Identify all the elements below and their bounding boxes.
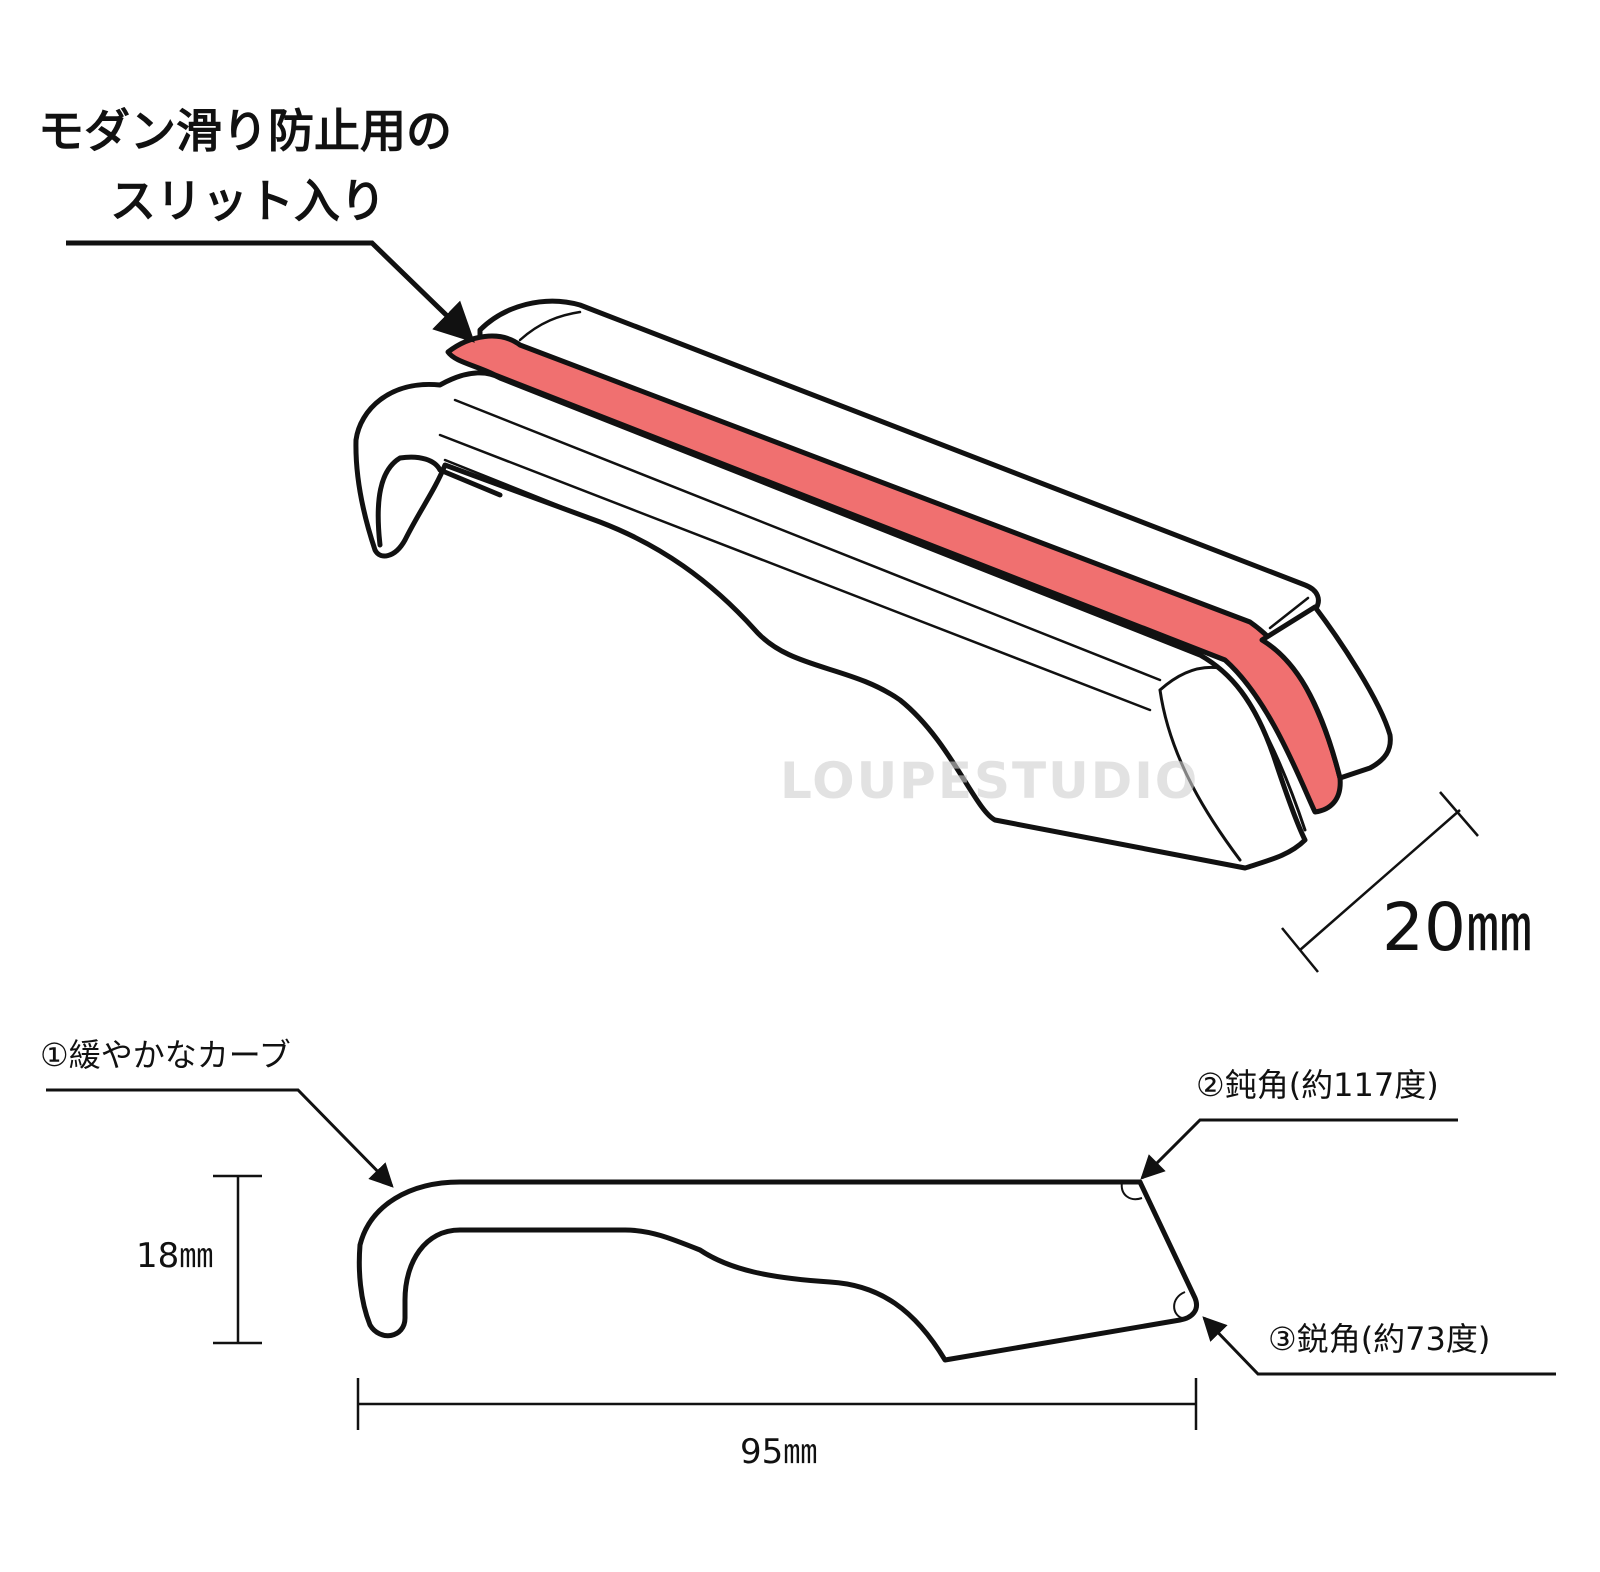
slit-strip [445,333,1343,815]
length-dimension [356,1378,1198,1430]
back-edge-line [1268,596,1310,630]
slit-callout [66,240,475,343]
obtuse-annotation: ②鈍角(約117度) [1196,1066,1439,1104]
obtuse-angle-arc [1120,1181,1143,1201]
curve-leader [46,1088,394,1188]
feature-title: モダン滑り防止用の スリット入り [38,96,452,236]
acute-angle-arc [1173,1291,1186,1319]
hook-inner [375,454,503,548]
body-edge-line [453,398,1162,682]
profile-outline [356,1179,1199,1363]
body-edge-line [443,458,622,532]
width-label: 20㎜ [1382,889,1532,966]
front-end-facet [1158,665,1307,862]
length-label: 95㎜ [740,1432,818,1472]
feature-title-line1: モダン滑り防止用の [38,104,452,158]
obtuse-leader [1140,1118,1458,1180]
feature-title-line2: スリット入り [110,174,386,228]
acute-leader [1202,1316,1556,1376]
height-label: 18㎜ [136,1236,214,1276]
side-profile [356,1179,1199,1363]
height-dimension [213,1174,262,1345]
isometric-view [353,298,1393,871]
acute-annotation: ③鋭角(約73度) [1268,1320,1491,1358]
front-body [353,370,1308,871]
end-cap-right [1259,604,1393,781]
annotation-leaders [46,1088,1556,1376]
watermark: LOUPESTUDIO [780,752,1200,810]
angle-markers [1120,1181,1186,1319]
body-edge-line [438,433,1152,712]
width-dimension [1281,791,1479,973]
curve-annotation: ①緩やかなカーブ [40,1036,291,1074]
back-edge-line [518,310,582,342]
